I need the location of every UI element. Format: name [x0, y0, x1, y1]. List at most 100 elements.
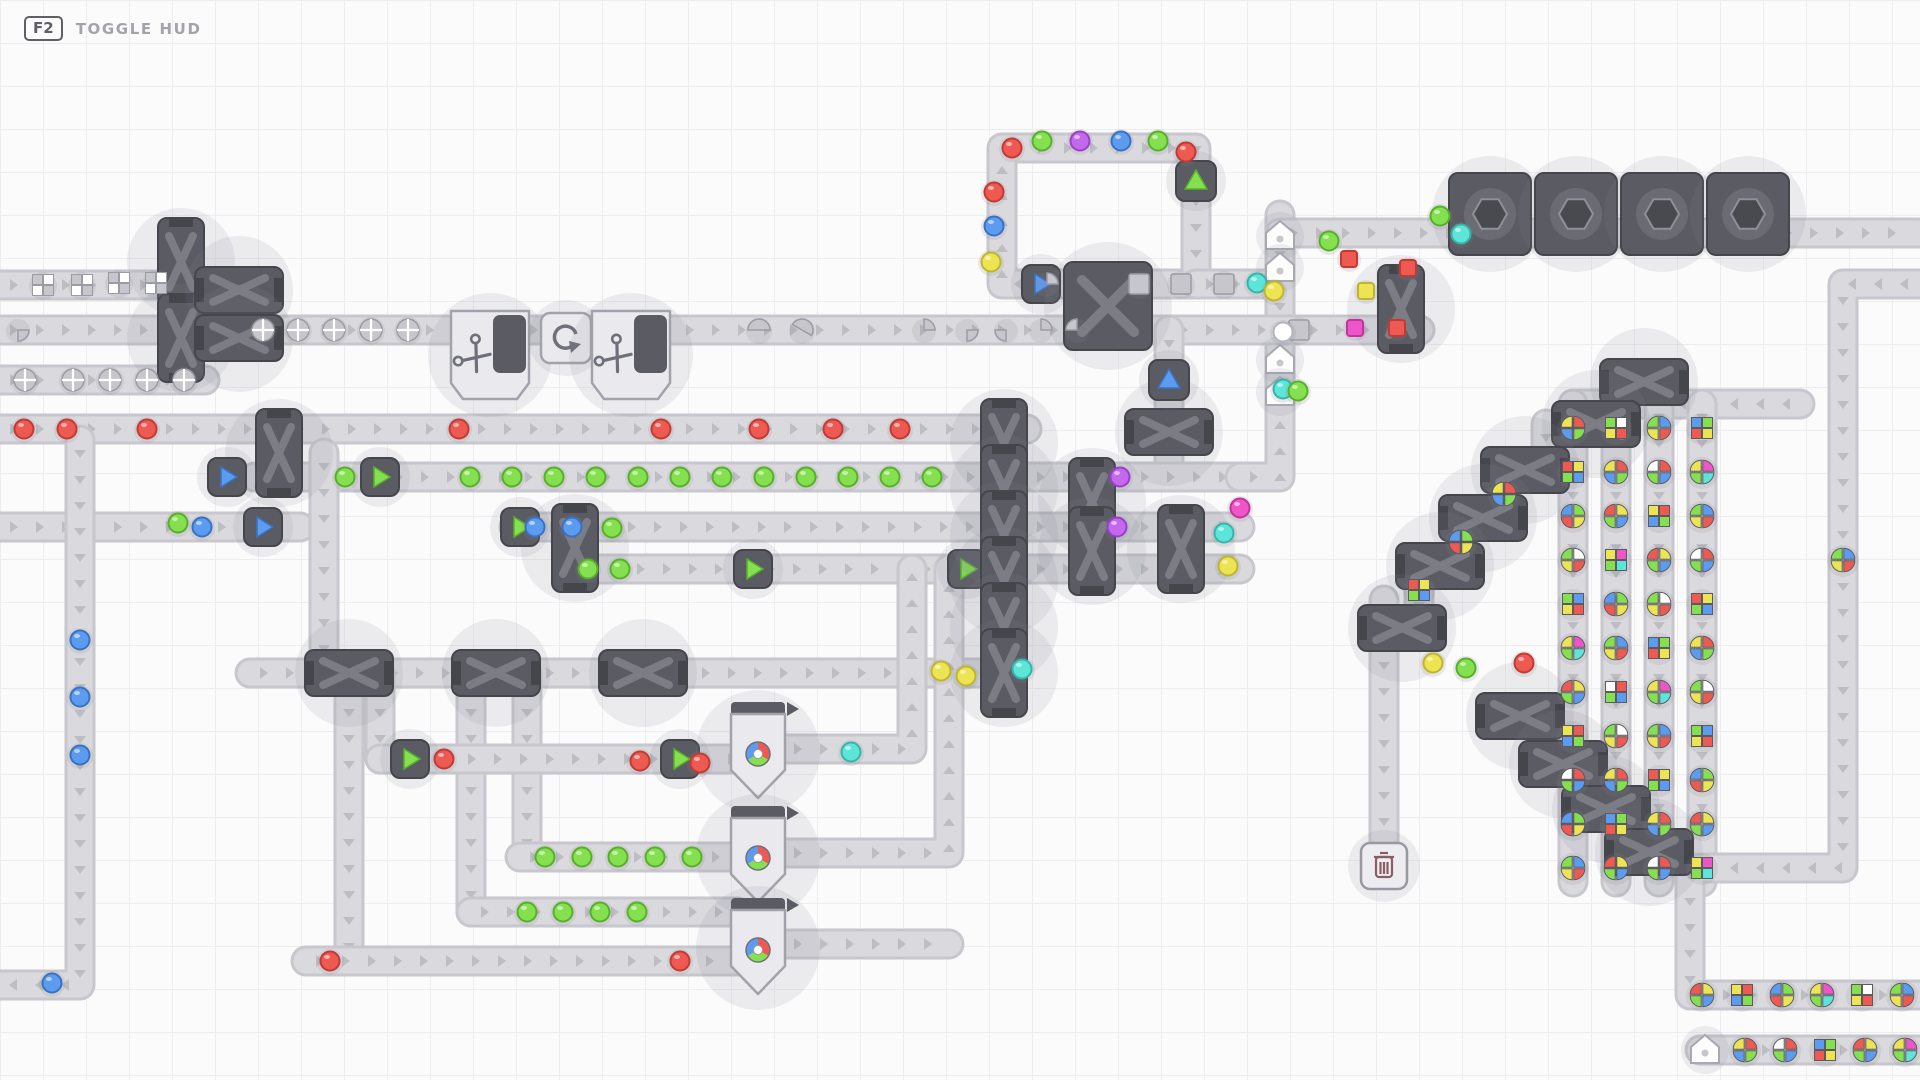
belt-direction-chevron: [1037, 563, 1045, 575]
conveyor-belt[interactable]: [498, 511, 1043, 543]
item-qc: [1557, 545, 1589, 577]
item-wind: [394, 317, 422, 345]
machine-layer: [127, 151, 1806, 1074]
conveyor-belt[interactable]: [768, 928, 965, 960]
item-chk: [68, 272, 96, 300]
conveyor-belt[interactable]: [1674, 268, 1920, 1011]
item-chk: [29, 272, 57, 300]
belt-direction-chevron: [1837, 791, 1849, 799]
balancer-machine[interactable]: [1347, 255, 1455, 363]
balancer-machine[interactable]: [442, 619, 550, 727]
balancer-machine[interactable]: [589, 619, 697, 727]
belt-direction-chevron: [1696, 674, 1708, 682]
item-gem: [1108, 129, 1134, 155]
hub-feeder-machine[interactable]: [1681, 1026, 1729, 1074]
trash-machine[interactable]: [1348, 830, 1420, 902]
belt-direction-chevron: [943, 714, 955, 722]
balancer-machine[interactable]: [1127, 495, 1235, 603]
item-gem: [793, 465, 819, 491]
hub-feeder-machine[interactable]: [1256, 336, 1304, 384]
belt-reader-machine[interactable]: [490, 497, 550, 557]
stacker-machine[interactable]: [1604, 156, 1720, 272]
conveyor-belt[interactable]: [0, 413, 1043, 445]
item-qs: [1846, 980, 1878, 1012]
belt-direction-chevron: [1874, 278, 1882, 290]
item-qs: [1643, 501, 1675, 533]
belt-direction-chevron: [1316, 227, 1324, 239]
belt-direction-chevron: [343, 787, 355, 795]
belt-reader-machine[interactable]: [233, 497, 293, 557]
conveyor-belt[interactable]: [0, 424, 96, 1001]
belt-direction-chevron: [943, 584, 955, 592]
conveyor-belt[interactable]: [1011, 461, 1256, 493]
balancer-machine[interactable]: [1115, 378, 1223, 486]
belt-direction-chevron: [1336, 324, 1344, 336]
item-sqc: [1343, 317, 1367, 341]
item-layer: [6, 129, 1920, 1067]
color-mixer-machine[interactable]: [696, 794, 820, 918]
conveyor-belt[interactable]: [333, 657, 365, 977]
belt-direction-chevron: [318, 541, 330, 549]
belt-direction-chevron: [738, 423, 746, 435]
belt-direction-chevron: [820, 743, 828, 755]
balancer-machine[interactable]: [295, 619, 403, 727]
tunnel-machine[interactable]: [1139, 350, 1199, 410]
belt-direction-chevron: [832, 667, 840, 679]
belt-direction-chevron: [1250, 471, 1258, 483]
item-qc: [1600, 589, 1632, 621]
balancer-machine[interactable]: [950, 619, 1058, 727]
cutter-machine[interactable]: [569, 293, 693, 417]
item-gem: [667, 949, 693, 975]
item-gem: [746, 417, 772, 443]
belt-direction-chevron: [374, 735, 386, 743]
stacker-machine[interactable]: [1690, 156, 1806, 272]
direction-arrow-icon: [403, 747, 422, 771]
rotator-machine[interactable]: [528, 300, 604, 376]
belt-reader-machine[interactable]: [380, 729, 440, 789]
belt-direction-chevron: [608, 423, 616, 435]
hexagon-icon: [1471, 198, 1509, 230]
belt-direction-chevron: [806, 667, 814, 679]
conveyor-belt[interactable]: [768, 553, 928, 765]
belt-direction-chevron: [842, 423, 850, 435]
item-gem: [1067, 129, 1093, 155]
tunnel-machine[interactable]: [1166, 151, 1226, 211]
color-mixer-machine[interactable]: [696, 886, 820, 1010]
belt-direction-chevron: [1837, 635, 1849, 643]
belt-direction-chevron: [1190, 250, 1202, 258]
conveyor-belt[interactable]: [768, 553, 965, 869]
stacker-machine[interactable]: [1518, 156, 1634, 272]
belt-direction-chevron: [1378, 688, 1390, 696]
item-qs: [1686, 721, 1718, 753]
belt-direction-chevron: [572, 667, 580, 679]
cutter-machine[interactable]: [428, 293, 552, 417]
conveyor-belt[interactable]: [455, 657, 487, 928]
belt-direction-chevron: [426, 423, 434, 435]
belt-direction-chevron: [1274, 473, 1286, 481]
balancer-machine[interactable]: [1044, 242, 1172, 370]
belt-direction-chevron: [738, 324, 746, 336]
hub-feeder-machine[interactable]: [1256, 244, 1304, 292]
hub-feeder-machine[interactable]: [1256, 212, 1304, 260]
item-gem: [1270, 320, 1296, 346]
item-gem: [332, 465, 358, 491]
item-qc: [1557, 677, 1589, 709]
conveyor-belt[interactable]: [308, 437, 340, 689]
item-qc: [1827, 545, 1859, 577]
belt-reader-machine[interactable]: [723, 539, 783, 599]
belt-direction-chevron: [1730, 862, 1738, 874]
belt-direction-chevron: [507, 906, 515, 918]
item-wind: [170, 367, 198, 395]
belt-direction-chevron: [655, 471, 663, 483]
belt-reader-machine[interactable]: [350, 447, 410, 507]
belt-direction-chevron: [715, 563, 723, 575]
balancer-machine[interactable]: [225, 399, 333, 507]
belt-reader-machine[interactable]: [650, 729, 710, 789]
conveyor-belt[interactable]: [1224, 388, 1296, 493]
color-mixer-machine[interactable]: [696, 690, 820, 814]
rgb-wheel-icon: [745, 741, 771, 767]
belt-reader-machine[interactable]: [197, 447, 257, 507]
balancer-machine[interactable]: [185, 284, 293, 392]
item-qc: [1686, 501, 1718, 533]
